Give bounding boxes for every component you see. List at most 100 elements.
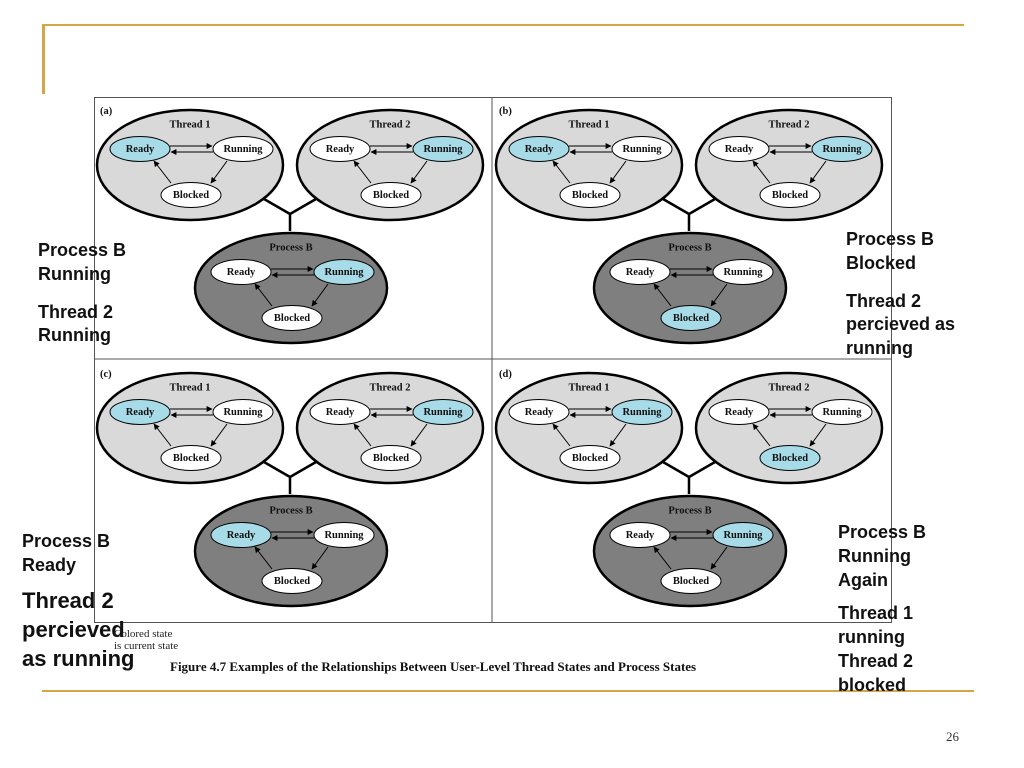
panel-c-process-state-ready	[210, 522, 272, 548]
note-d-line3: Again	[838, 569, 889, 590]
panel-c-thread2-arrow-wakeup	[353, 423, 372, 447]
panel-b-process-arrow-block	[710, 283, 728, 307]
note-panel-c: Process B Ready Thread 2 percieved as ru…	[22, 530, 134, 673]
panel-d-thread2-state-blocked-label: Blocked	[772, 453, 808, 464]
panel-b-process-state-ready	[609, 259, 671, 285]
legend-line2: is current state	[114, 640, 179, 653]
panel-c-thread2-state-running-label: Running	[423, 407, 463, 418]
note-c-line3: Thread 2	[22, 587, 114, 613]
panel-b-tag: (b)	[499, 106, 512, 117]
panel-d-process-state-ready	[609, 522, 671, 548]
panel-a-thread1-state-running-label: Running	[223, 144, 263, 155]
note-panel-b: Process B Blocked Thread 2 percieved as …	[846, 228, 955, 361]
panel-d-tag: (d)	[499, 369, 512, 380]
panel-d-process-state-running	[712, 522, 774, 548]
panel-a-process-state-blocked	[261, 305, 323, 331]
panel-a-process-title: Process B	[269, 243, 312, 254]
panel-a-thread2-title: Thread 2	[370, 120, 411, 131]
panel-a-process-arrow-wakeup	[254, 283, 273, 307]
note-a-line3: Thread 2	[38, 301, 114, 322]
note-d-line5: running	[838, 627, 905, 647]
panel-b-thread1-arrow-block	[609, 160, 627, 184]
panel-a-thread1-state-blocked-label: Blocked	[173, 190, 209, 201]
panel-a-process-state-running	[313, 259, 375, 285]
panel-a-thread1-state-running	[212, 136, 274, 162]
panel-d-thread2-state-ready	[708, 399, 770, 425]
panel-d-thread1-state-ready	[508, 399, 570, 425]
note-c-line2: Ready	[22, 554, 77, 575]
panel-a-thread1-title: Thread 1	[170, 120, 211, 131]
panel-b-process-state-running	[712, 259, 774, 285]
panel-a-process-state-ready-label: Ready	[227, 267, 256, 278]
panel-a-process-state-running-label: Running	[324, 267, 364, 278]
panel-c-thread2-state-running	[412, 399, 474, 425]
panel-d-thread1-title: Thread 1	[569, 383, 610, 394]
left-accent-bar	[42, 24, 45, 94]
panel-b-thread1-state-running	[611, 136, 673, 162]
panel-b-thread2-state-blocked-label: Blocked	[772, 190, 808, 201]
note-panel-d: Process B Running Again Thread 1 running…	[838, 521, 926, 697]
panel-b-process-state-blocked-label: Blocked	[673, 313, 709, 324]
panel-d-thread2-title: Thread 2	[769, 383, 810, 394]
panel-d-process-title: Process B	[668, 506, 711, 517]
note-c-line1: Process B	[22, 531, 111, 551]
panel-b-connector	[662, 197, 716, 231]
panel-a-thread2-state-ready-label: Ready	[326, 144, 355, 155]
panel-c-thread1-arrow-block	[210, 423, 228, 447]
panel-b-thread2-state-ready	[708, 136, 770, 162]
panel-a-thread2-arrow-block	[410, 160, 428, 184]
panel-a-process-state-blocked-label: Blocked	[274, 313, 310, 324]
panel-d-thread2-state-running-label: Running	[822, 407, 862, 418]
panel-b-thread1-state-blocked	[559, 182, 621, 208]
panel-d-process-state-blocked	[660, 568, 722, 594]
panel-b-thread2-state-running-label: Running	[822, 144, 862, 155]
panel-c-thread1-state-blocked	[160, 445, 222, 471]
panel-d-thread1-state-ready-label: Ready	[525, 407, 554, 418]
panel-c-thread1-state-blocked-label: Blocked	[173, 453, 209, 464]
panel-a-thread1-state-blocked	[160, 182, 222, 208]
panel-d-thread2-state-blocked	[759, 445, 821, 471]
panel-d-process-state-ready-label: Ready	[626, 530, 655, 541]
panel-c-connector	[263, 460, 317, 494]
panel-c-thread2-arrow-block	[410, 423, 428, 447]
panel-c-thread1-state-ready	[109, 399, 171, 425]
panel-c-process-state-ready-label: Ready	[227, 530, 256, 541]
panel-d-connector	[662, 460, 716, 494]
panel-c-process-title: Process B	[269, 506, 312, 517]
panel-a-thread1-arrow-block	[210, 160, 228, 184]
panel-c-thread2-state-blocked-label: Blocked	[373, 453, 409, 464]
panel-d-thread1-state-running	[611, 399, 673, 425]
panel-c-process-state-blocked-label: Blocked	[274, 576, 310, 587]
note-b-line5: running	[846, 338, 913, 358]
panel-b-thread1-state-blocked-label: Blocked	[572, 190, 608, 201]
panel-c-thread1-title: Thread 1	[170, 383, 211, 394]
note-a-line1: Process B	[38, 240, 127, 260]
panel-a-thread1-state-ready-label: Ready	[126, 144, 155, 155]
panel-c-thread2-title: Thread 2	[370, 383, 411, 394]
panel-d-thread2-arrow-wakeup	[752, 423, 771, 447]
panel-a-process-state-ready	[210, 259, 272, 285]
panel-c-process-arrow-wakeup	[254, 546, 273, 570]
title-accent-line	[42, 24, 964, 26]
legend: Colored state is current state	[114, 628, 178, 652]
panel-a-tag: (a)	[100, 106, 113, 117]
panel-c-thread1-arrow-wakeup	[153, 423, 172, 447]
note-d-line7: blocked	[838, 674, 907, 695]
panel-c-thread2-state-blocked	[360, 445, 422, 471]
panel-b-process-state-running-label: Running	[723, 267, 763, 278]
panel-b-process-title: Process B	[668, 243, 711, 254]
panel-b-thread2-title: Thread 2	[769, 120, 810, 131]
panel-b-thread2-arrow-wakeup	[752, 160, 771, 184]
panel-b-thread1-state-running-label: Running	[622, 144, 662, 155]
note-d-line1: Process B	[838, 522, 927, 542]
panel-b-thread2-state-ready-label: Ready	[725, 144, 754, 155]
panel-a-thread2-state-ready	[309, 136, 371, 162]
panel-c-process-state-running-label: Running	[324, 530, 364, 541]
note-b-line1: Process B	[846, 229, 935, 249]
note-d-line2: Running	[838, 545, 911, 566]
panel-d-thread1-arrow-block	[609, 423, 627, 447]
